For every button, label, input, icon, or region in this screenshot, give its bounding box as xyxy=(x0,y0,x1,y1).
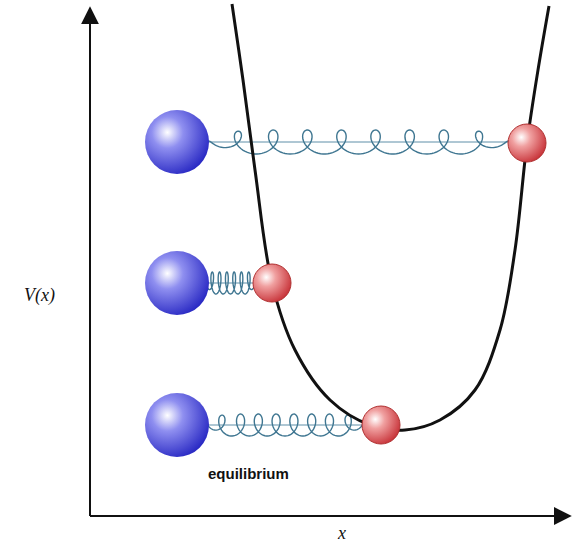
y-axis xyxy=(89,8,91,516)
red-ball xyxy=(362,406,400,444)
red-ball xyxy=(253,264,291,302)
blue-ball xyxy=(145,393,209,457)
blue-ball xyxy=(145,110,209,174)
red-ball xyxy=(508,124,546,162)
axis-label: x xyxy=(338,524,346,544)
state-label: equilibrium xyxy=(208,466,289,483)
spring-coil xyxy=(205,414,365,436)
blue-ball xyxy=(145,251,209,315)
spring-axis xyxy=(205,425,365,426)
potential-curve xyxy=(232,4,549,430)
spring-coil xyxy=(205,272,256,294)
axis-label: V(x) xyxy=(24,286,55,306)
springs xyxy=(205,130,512,436)
x-axis xyxy=(90,515,570,517)
